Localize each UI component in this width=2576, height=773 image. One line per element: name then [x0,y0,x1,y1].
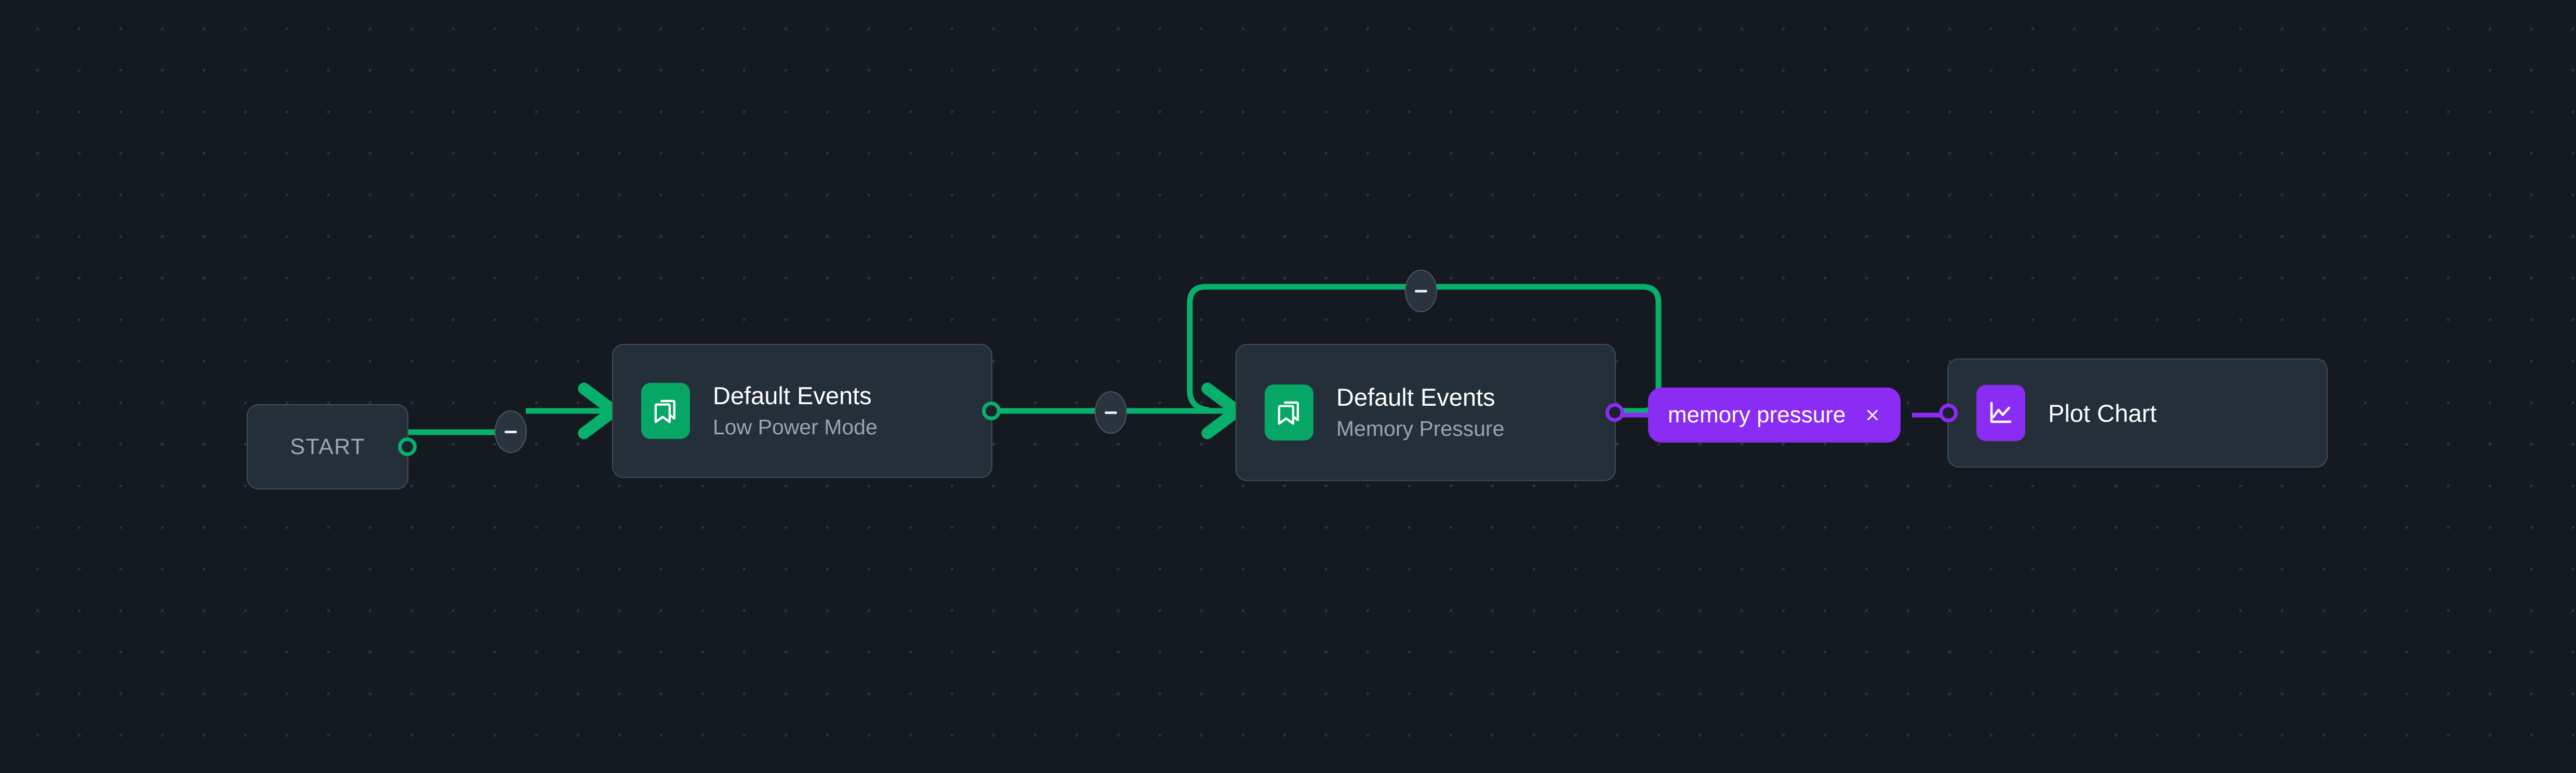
node-output-handle[interactable] [1605,403,1624,422]
node-default-events-low-power[interactable]: Default Events Low Power Mode [612,344,1001,478]
minus-icon [1104,411,1118,414]
node-subtitle: Memory Pressure [1336,417,1505,441]
edge-button-low-power-to-memory-pressure[interactable] [1095,391,1127,434]
node-plot-chart[interactable]: Plot Chart [1939,358,2328,468]
minus-icon [1414,289,1428,292]
tag-label: memory pressure [1668,402,1846,428]
node-title: Plot Chart [2048,399,2157,427]
close-icon[interactable] [1862,405,1883,425]
memory-pressure-tag[interactable]: memory pressure [1648,388,1901,443]
node-subtitle: Low Power Mode [713,415,878,439]
line-chart-icon [1990,402,2012,423]
minus-icon [504,430,517,433]
bookmarks-icon-tile [1265,384,1313,441]
start-node[interactable]: START [247,404,417,489]
bookmarks-icon [1278,401,1299,425]
node-title: Default Events [713,381,872,409]
edge-button-start-to-low-power[interactable] [495,410,527,453]
edge-button-loop-back[interactable] [1405,270,1437,312]
start-node-output-handle[interactable] [398,437,417,456]
node-default-events-memory-pressure[interactable]: Default Events Memory Pressure [1236,344,1624,481]
line-chart-icon-tile [1976,385,2025,441]
node-input-handle[interactable] [1939,404,1958,422]
node-title: Default Events [1336,383,1495,411]
bookmarks-icon-tile [641,383,690,439]
bookmarks-icon [654,399,676,423]
start-node-label: START [290,434,365,459]
node-output-handle[interactable] [982,402,1001,420]
